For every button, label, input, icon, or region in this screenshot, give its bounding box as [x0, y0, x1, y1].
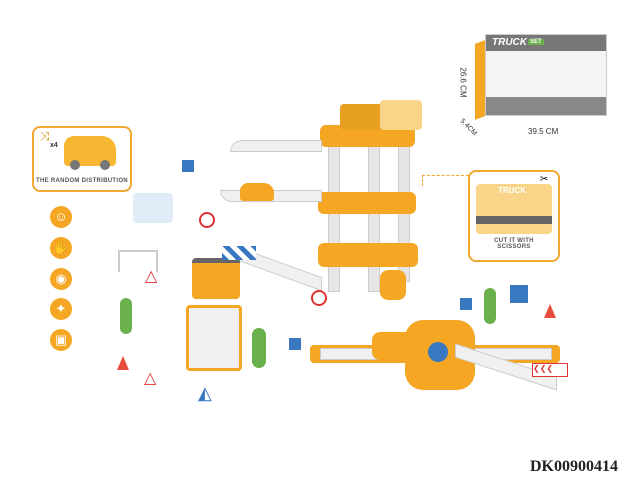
- product-code: DK00900414: [530, 458, 618, 475]
- box-depth-label: 5.4CM: [458, 117, 479, 138]
- shuffle-icon: ⤨: [40, 129, 50, 143]
- hand-icon: ✋: [50, 237, 72, 259]
- box-width-label: 39.5 CM: [528, 127, 559, 136]
- count-label: x4: [50, 142, 58, 149]
- fire-truck: [192, 258, 240, 299]
- fence: [118, 250, 158, 272]
- random-caption: THE RANDOM DISTRIBUTION: [36, 178, 128, 184]
- tree: [252, 328, 266, 368]
- road-sign: [289, 338, 301, 350]
- box-title-badge: SET: [528, 39, 544, 45]
- chevron-barrier: ❮❮❮: [532, 363, 568, 377]
- traffic-cone: [544, 304, 556, 318]
- road-sign: [460, 298, 472, 310]
- road-sign: [199, 212, 215, 228]
- left-road: [186, 305, 242, 371]
- gift-icon: ▣: [50, 329, 72, 351]
- road-sign: [311, 290, 327, 306]
- road-sign: △: [144, 370, 157, 387]
- road-sign: [510, 285, 528, 303]
- road-sign: △: [145, 268, 158, 285]
- tree: [120, 298, 132, 334]
- traffic-cone: [117, 356, 129, 370]
- box-title: TRUCK: [492, 37, 527, 48]
- box-height-label: 26.6 CM: [458, 67, 468, 98]
- tree: [484, 288, 496, 324]
- cutout-caption: CUT IT WITH SCISSORS: [494, 238, 534, 250]
- face-icon: ☺: [50, 206, 72, 228]
- star-icon: ✦: [50, 298, 72, 320]
- car-image: [64, 136, 116, 170]
- barrier-sign: [222, 246, 256, 260]
- road-sign: ◭: [198, 383, 212, 403]
- product-box: TRUCK SET: [475, 34, 615, 120]
- scissors-icon: ✂: [540, 174, 549, 185]
- connector-line: [422, 175, 469, 186]
- cutout-card: ✂ TRUCK CUT IT WITH SCISSORS: [468, 170, 560, 262]
- random-distribution-card: ⤨ x4 THE RANDOM DISTRIBUTION: [32, 126, 132, 192]
- gate: [133, 193, 173, 223]
- road-sign: [182, 160, 194, 172]
- cutout-title: TRUCK: [498, 186, 526, 195]
- eye-icon: ◉: [50, 268, 72, 290]
